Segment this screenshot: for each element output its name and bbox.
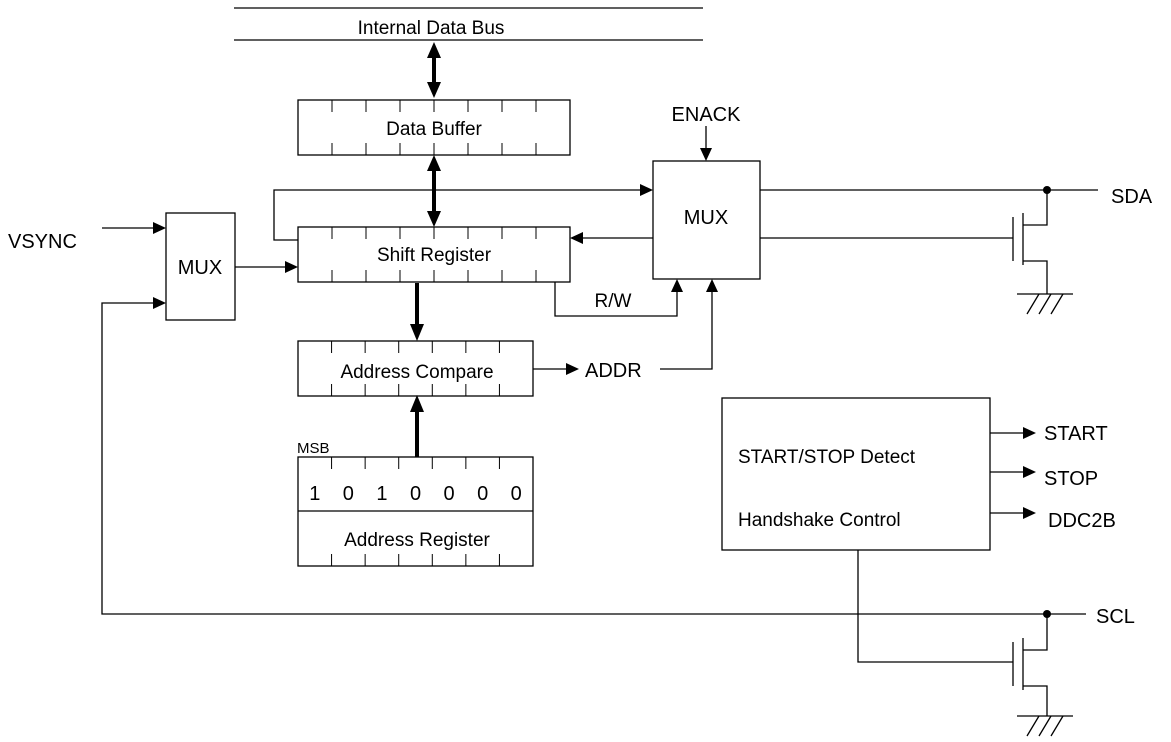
- mux-to-shift-arrow: [235, 261, 298, 273]
- shift-feedback-line: [273, 184, 653, 241]
- address-bit: 1: [309, 483, 320, 505]
- output-mux: MUX: [652, 160, 761, 280]
- scl-transistor: [857, 550, 1073, 737]
- internal-data-bus: Internal Data Bus: [234, 7, 703, 41]
- stop-output: STOP: [990, 466, 1098, 490]
- msb-label: MSB: [297, 440, 330, 457]
- vsync-input: VSYNC: [8, 222, 166, 253]
- address-bit: 0: [343, 483, 354, 505]
- ddc2b-label: DDC2B: [1048, 510, 1116, 532]
- start-output: START: [990, 423, 1108, 445]
- data-buffer: Data Buffer: [297, 99, 571, 156]
- scl-line: SCL: [1043, 606, 1135, 628]
- start-stop-block: START/STOP Detect Handshake Control: [721, 397, 991, 551]
- shift-compare-arrow: [410, 283, 424, 341]
- sda-label: SDA: [1111, 186, 1153, 208]
- ddc2b-output: DDC2B: [990, 507, 1116, 532]
- address-bit: 1: [376, 483, 387, 505]
- scl-to-mux-line: [101, 297, 1086, 615]
- start-label: START: [1044, 423, 1108, 445]
- addr-line: ADDR: [533, 279, 718, 382]
- vsync-label: VSYNC: [8, 231, 77, 253]
- sda-transistor: [1012, 190, 1073, 315]
- address-bit: 0: [511, 483, 522, 505]
- register-compare-arrow: [410, 395, 424, 457]
- output-mux-label: MUX: [684, 207, 728, 229]
- address-bit: 0: [477, 483, 488, 505]
- data-buffer-label: Data Buffer: [386, 119, 482, 140]
- addr-label: ADDR: [585, 360, 642, 382]
- address-register-label: Address Register: [344, 530, 490, 551]
- shift-register: Shift Register: [297, 226, 571, 283]
- stop-label: STOP: [1044, 468, 1098, 490]
- mux-to-shift-return: [570, 232, 653, 244]
- start-stop-detect-label: START/STOP Detect: [738, 447, 916, 468]
- rw-line: R/W: [554, 279, 683, 317]
- enack-input: ENACK: [672, 104, 742, 161]
- address-compare-label: Address Compare: [340, 362, 493, 383]
- shift-register-label: Shift Register: [377, 245, 492, 266]
- internal-data-bus-label: Internal Data Bus: [358, 18, 505, 39]
- enack-label: ENACK: [672, 104, 742, 126]
- buffer-shift-arrow: [427, 155, 441, 227]
- address-bit: 0: [444, 483, 455, 505]
- sda-line: SDA: [760, 186, 1153, 239]
- rw-label: R/W: [595, 291, 632, 312]
- address-compare: Address Compare: [297, 340, 534, 397]
- handshake-control-label: Handshake Control: [738, 510, 901, 531]
- address-bit: 0: [410, 483, 421, 505]
- scl-label: SCL: [1096, 606, 1135, 628]
- input-mux-label: MUX: [178, 257, 222, 279]
- input-mux: MUX: [165, 212, 236, 321]
- bus-buffer-arrow: [427, 42, 441, 98]
